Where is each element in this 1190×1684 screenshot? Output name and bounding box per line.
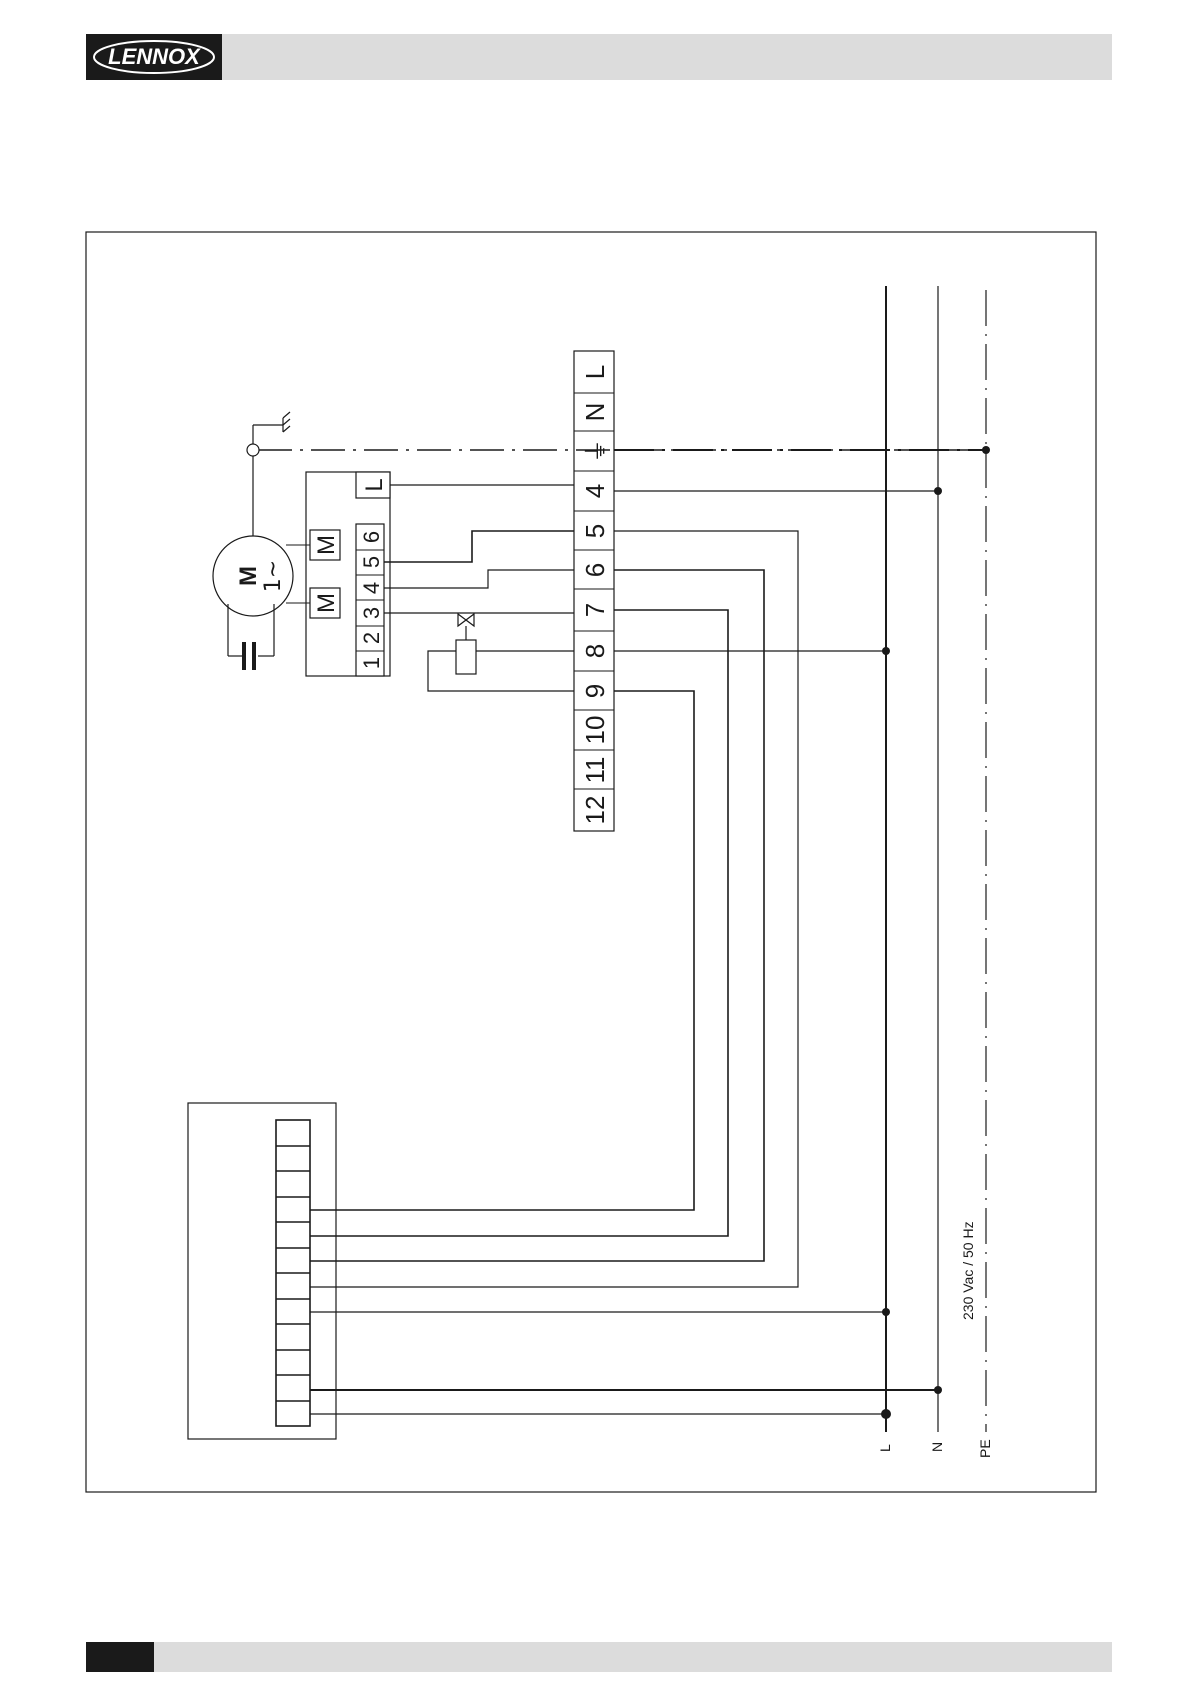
supply-label: 230 Vac / 50 Hz (960, 1221, 976, 1320)
junction-controller-n (934, 1386, 942, 1394)
motor-phase: 1~ (261, 560, 286, 592)
terminal-label-n: N (580, 403, 610, 422)
wire-t9-controller (310, 691, 694, 1210)
controller-block (188, 1103, 336, 1439)
junction-t8-l (882, 647, 890, 655)
earth-junction (982, 446, 990, 454)
motor-connector-block: L M M 1 2 3 4 5 6 (286, 472, 390, 676)
valve-icon (456, 614, 476, 674)
motor-terminal-2: 2 (359, 632, 384, 644)
wire-t7-controller (310, 610, 728, 1236)
bus-label-l: L (877, 1444, 893, 1452)
terminal-block: L N ⏚ 4 5 6 7 8 9 10 11 12 (574, 351, 614, 831)
motor-earth-icon (253, 412, 290, 450)
footer-bar (86, 1642, 1112, 1672)
terminal-label-8: 8 (580, 644, 610, 658)
motor-winding-label-1: M (313, 535, 340, 555)
terminal-label-11: 11 (580, 757, 610, 784)
junction-controller-l (882, 1308, 890, 1316)
junction-t4-n (934, 487, 942, 495)
motor-icon: M 1~ (213, 536, 293, 616)
bus-label-pe: PE (977, 1439, 993, 1458)
earth-connection-point (247, 444, 259, 456)
motor-terminal-3: 3 (359, 607, 384, 619)
wire-valve-9 (428, 651, 574, 691)
motor-terminal-6: 6 (359, 531, 384, 543)
terminal-label-6: 6 (580, 563, 610, 577)
terminal-label-l: L (580, 365, 610, 379)
motor-winding-label-2: M (313, 593, 340, 613)
motor-terminal-4: 4 (359, 582, 384, 594)
motor-symbol: M (235, 566, 262, 586)
terminal-label-9: 9 (580, 684, 610, 698)
logo-text: LENNOX (108, 44, 200, 70)
terminal-label-7: 7 (580, 603, 610, 617)
motor-terminal-5: 5 (359, 556, 384, 568)
terminal-label-12: 12 (580, 796, 610, 825)
bus-label-n: N (929, 1442, 945, 1452)
wire-motor-5 (384, 531, 574, 562)
junction-controller-l2 (881, 1409, 891, 1419)
terminal-label-10: 10 (580, 716, 610, 745)
motor-terminal-1: 1 (359, 657, 384, 669)
wire-motor-4 (384, 570, 574, 588)
terminal-label-5: 5 (580, 524, 610, 538)
motor-line-label: L (361, 478, 388, 491)
footer-page-block (86, 1642, 154, 1672)
terminal-label-4: 4 (580, 484, 610, 498)
terminal-label-earth: ⏚ (582, 439, 610, 463)
